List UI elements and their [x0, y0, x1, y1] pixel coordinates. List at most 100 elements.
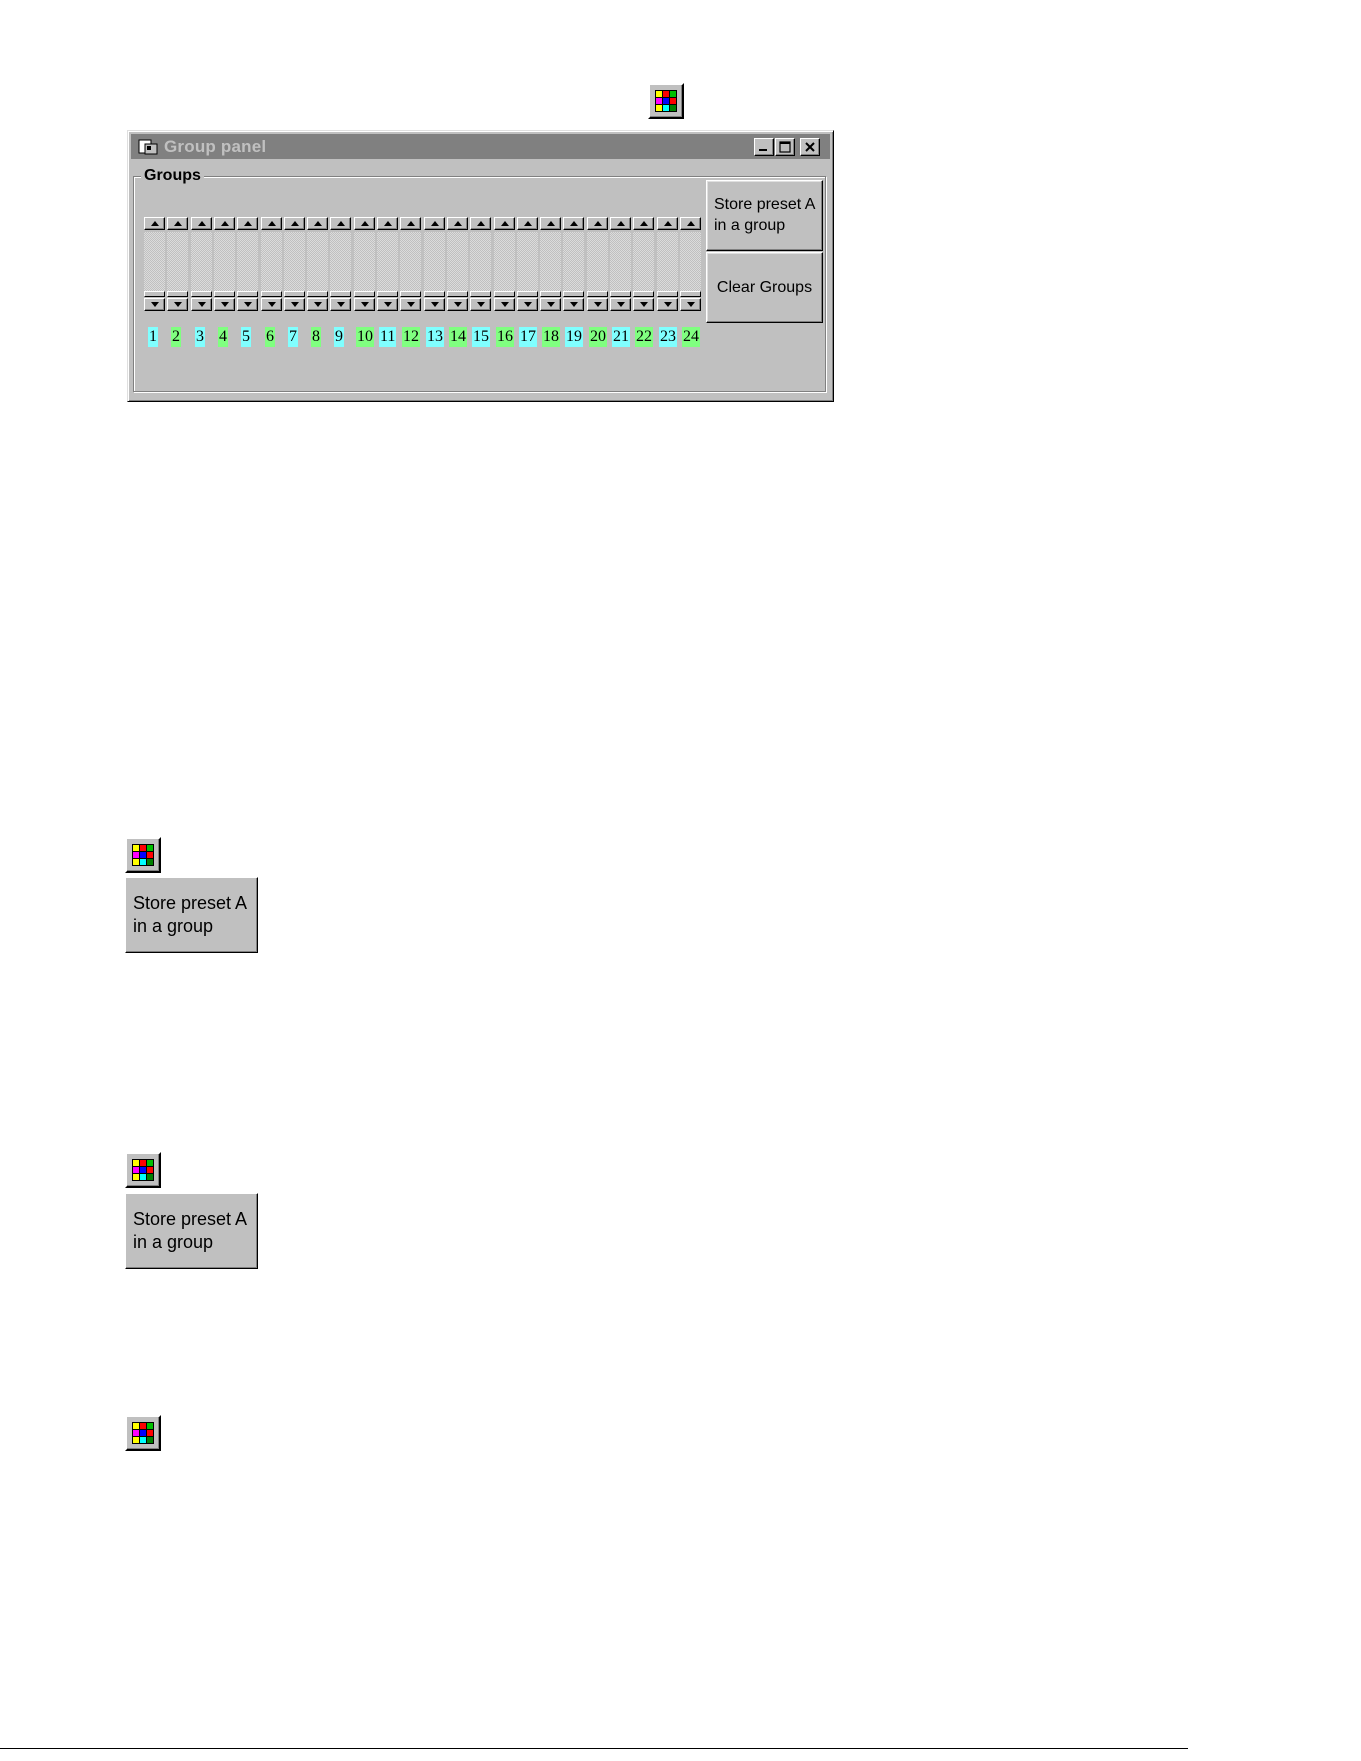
slider-down-arrow[interactable] [540, 298, 561, 311]
slider-thumb[interactable] [261, 291, 282, 297]
slider-track[interactable] [633, 232, 654, 292]
slider-track[interactable] [680, 232, 701, 292]
slider-thumb[interactable] [633, 291, 654, 297]
group-slider-13[interactable] [424, 217, 446, 325]
slider-track[interactable] [470, 232, 491, 292]
group-slider-17[interactable] [517, 217, 539, 325]
slider-thumb[interactable] [563, 291, 584, 297]
slider-up-arrow[interactable] [191, 217, 212, 230]
slider-up-arrow[interactable] [540, 217, 561, 230]
group-slider-18[interactable] [540, 217, 562, 325]
slider-up-arrow[interactable] [470, 217, 491, 230]
slider-track[interactable] [377, 232, 398, 292]
slider-thumb[interactable] [610, 291, 631, 297]
slider-up-arrow[interactable] [563, 217, 584, 230]
slider-thumb[interactable] [354, 291, 375, 297]
slider-track[interactable] [424, 232, 445, 292]
slider-up-arrow[interactable] [680, 217, 701, 230]
minimize-button[interactable] [754, 138, 774, 156]
slider-up-arrow[interactable] [330, 217, 351, 230]
slider-track[interactable] [307, 232, 328, 292]
slider-up-arrow[interactable] [354, 217, 375, 230]
slider-thumb[interactable] [587, 291, 608, 297]
slider-down-arrow[interactable] [563, 298, 584, 311]
slider-track[interactable] [330, 232, 351, 292]
slider-track[interactable] [447, 232, 468, 292]
slider-up-arrow[interactable] [424, 217, 445, 230]
slider-track[interactable] [191, 232, 212, 292]
slider-up-arrow[interactable] [261, 217, 282, 230]
slider-down-arrow[interactable] [424, 298, 445, 311]
slider-up-arrow[interactable] [517, 217, 538, 230]
slider-down-arrow[interactable] [470, 298, 491, 311]
slider-down-arrow[interactable] [144, 298, 165, 311]
group-slider-15[interactable] [470, 217, 492, 325]
slider-down-arrow[interactable] [284, 298, 305, 311]
group-slider-2[interactable] [167, 217, 189, 325]
group-slider-7[interactable] [284, 217, 306, 325]
slider-thumb[interactable] [307, 291, 328, 297]
slider-thumb[interactable] [237, 291, 258, 297]
slider-thumb[interactable] [284, 291, 305, 297]
slider-down-arrow[interactable] [610, 298, 631, 311]
slider-down-arrow[interactable] [330, 298, 351, 311]
slider-track[interactable] [214, 232, 235, 292]
slider-thumb[interactable] [494, 291, 515, 297]
slider-track[interactable] [540, 232, 561, 292]
slider-down-arrow[interactable] [377, 298, 398, 311]
store-preset-button[interactable]: Store preset A in a group [706, 180, 823, 251]
slider-up-arrow[interactable] [657, 217, 678, 230]
slider-up-arrow[interactable] [237, 217, 258, 230]
group-slider-24[interactable] [680, 217, 702, 325]
slider-up-arrow[interactable] [400, 217, 421, 230]
slider-up-arrow[interactable] [214, 217, 235, 230]
slider-track[interactable] [657, 232, 678, 292]
group-slider-5[interactable] [237, 217, 259, 325]
close-button[interactable] [800, 138, 820, 156]
group-slider-3[interactable] [191, 217, 213, 325]
group-slider-10[interactable] [354, 217, 376, 325]
slider-thumb[interactable] [657, 291, 678, 297]
slider-thumb[interactable] [144, 291, 165, 297]
slider-down-arrow[interactable] [657, 298, 678, 311]
slider-track[interactable] [284, 232, 305, 292]
slider-thumb[interactable] [214, 291, 235, 297]
slider-down-arrow[interactable] [633, 298, 654, 311]
group-slider-21[interactable] [610, 217, 632, 325]
slider-up-arrow[interactable] [284, 217, 305, 230]
slider-up-arrow[interactable] [633, 217, 654, 230]
slider-down-arrow[interactable] [517, 298, 538, 311]
group-slider-8[interactable] [307, 217, 329, 325]
group-slider-11[interactable] [377, 217, 399, 325]
slider-up-arrow[interactable] [307, 217, 328, 230]
group-slider-16[interactable] [494, 217, 516, 325]
slider-track[interactable] [587, 232, 608, 292]
slider-thumb[interactable] [191, 291, 212, 297]
slider-up-arrow[interactable] [447, 217, 468, 230]
group-slider-20[interactable] [587, 217, 609, 325]
slider-track[interactable] [354, 232, 375, 292]
slider-down-arrow[interactable] [400, 298, 421, 311]
slider-thumb[interactable] [167, 291, 188, 297]
slider-thumb[interactable] [540, 291, 561, 297]
store-preset-button-example[interactable]: Store preset A in a group [125, 1193, 258, 1269]
slider-down-arrow[interactable] [307, 298, 328, 311]
group-slider-9[interactable] [330, 217, 352, 325]
slider-up-arrow[interactable] [144, 217, 165, 230]
slider-thumb[interactable] [377, 291, 398, 297]
group-slider-23[interactable] [657, 217, 679, 325]
clear-groups-button[interactable]: Clear Groups [706, 252, 823, 323]
group-slider-19[interactable] [563, 217, 585, 325]
color-grid-icon[interactable] [125, 1415, 161, 1451]
slider-down-arrow[interactable] [354, 298, 375, 311]
slider-thumb[interactable] [470, 291, 491, 297]
group-slider-1[interactable] [144, 217, 166, 325]
slider-track[interactable] [400, 232, 421, 292]
slider-track[interactable] [237, 232, 258, 292]
slider-track[interactable] [261, 232, 282, 292]
group-slider-22[interactable] [633, 217, 655, 325]
slider-down-arrow[interactable] [191, 298, 212, 311]
slider-up-arrow[interactable] [167, 217, 188, 230]
slider-up-arrow[interactable] [610, 217, 631, 230]
slider-thumb[interactable] [447, 291, 468, 297]
